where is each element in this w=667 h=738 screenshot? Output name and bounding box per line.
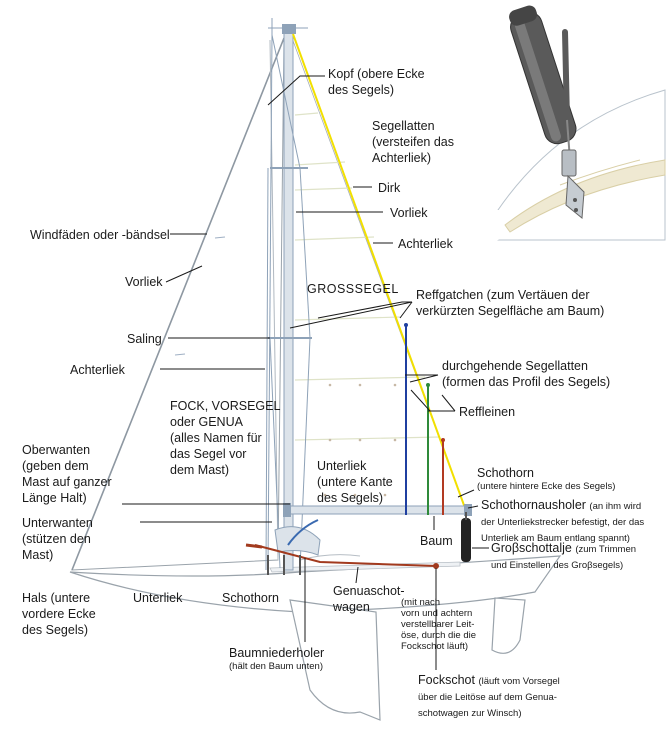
reef-lines [404, 323, 445, 515]
label-windfaeden: Windfäden oder -bändsel [30, 228, 170, 242]
label-unterliek-jib: Unterliek [133, 591, 183, 605]
winch-icon [433, 563, 439, 569]
label-grossschottalje-title: Groβschottalje [491, 541, 572, 555]
label-dirk: Dirk [378, 181, 401, 195]
dirk-line [292, 33, 466, 509]
label-oberwanten: Oberwanten (geben dem Mast auf ganzer Lä… [22, 443, 112, 505]
mainsheet-tackle [461, 512, 471, 562]
mast [268, 18, 312, 571]
label-achterliek-main: Achterliek [398, 237, 453, 251]
label-fockschot: Fockschot (läuft vom Vorsegel über die L… [418, 672, 560, 720]
label-schothorn-main-title: Schothorn [477, 466, 534, 480]
boom [283, 503, 472, 517]
label-genuaschotwagen-title: Genuaschot- wagen [333, 584, 405, 614]
label-baumniederholer-sub: (hält den Baum unten) [229, 661, 324, 672]
label-baumniederholer-title: Baumniederholer [229, 646, 325, 660]
label-schothornausholer: Schothornausholer (an ihm wird der Unter… [481, 497, 644, 545]
label-schothorn-main-sub: (untere hintere Ecke des Segels) [477, 481, 616, 492]
label-grosssegel: GROSSSEGEL [307, 282, 399, 296]
label-saling: Saling [127, 332, 162, 346]
label-vorliek-jib: Vorliek [125, 275, 163, 289]
label-genuaschotwagen: Genuaschot- wagen (mit nach vorn und ach… [333, 583, 476, 652]
label-baumniederholer: Baumniederholer (hält den Baum unten) [229, 645, 324, 672]
label-kopf: Kopf (obere Ecke des Segels) [328, 67, 425, 97]
label-fockschot-title: Fockschot [418, 673, 475, 687]
label-genuaschotwagen-sub: (mit nach vorn und achtern verstellbarer… [401, 597, 476, 652]
label-vorliek-main: Vorliek [390, 206, 428, 220]
label-reffleinen: Reffleinen [459, 405, 516, 419]
label-schothornausholer-title: Schothornausholer [481, 498, 586, 512]
label-achterliek-jib: Achterliek [70, 363, 125, 377]
label-segellatten: Segellatten (versteifen das Achterliek) [372, 119, 454, 165]
hull [69, 554, 562, 721]
label-durchgehende-segellatten: durchgehende Segellatten (formen das Pro… [442, 359, 611, 389]
label-unterwanten: Unterwanten (stützen den Mast) [22, 516, 93, 562]
label-schothorn-main: Schothorn (untere hintere Ecke des Segel… [477, 465, 615, 492]
label-schothornausholer-sub: (an ihm wird der Unterliekstrecker befes… [481, 501, 645, 544]
deck-hardware [245, 519, 439, 575]
label-grossschottalje-sub: (zum Trimmen und Einstellen des Groβsege… [491, 544, 637, 571]
label-schothorn-jib: Schothorn [222, 591, 279, 605]
label-unterliek-main: Unterliek (untere Kante des Segels) [317, 459, 393, 505]
label-hals: Hals (untere vordere Ecke des Segels) [22, 591, 96, 637]
label-fock: FOCK, VORSEGEL oder GENUA (alles Namen f… [170, 399, 281, 477]
label-fockschot-sub: (läuft vom Vorsegel über die Leitöse auf… [418, 676, 560, 719]
leader-lines [122, 75, 489, 670]
label-reffgatchen: Reffgatchen (zum Vertäuen der verkürzten… [416, 288, 605, 318]
block-and-tackle-illustration-icon [497, 5, 666, 241]
label-baum: Baum [420, 534, 453, 548]
label-grossschottalje: Groβschottalje (zum Trimmen und Einstell… [491, 540, 636, 572]
jib-sail [71, 37, 285, 571]
